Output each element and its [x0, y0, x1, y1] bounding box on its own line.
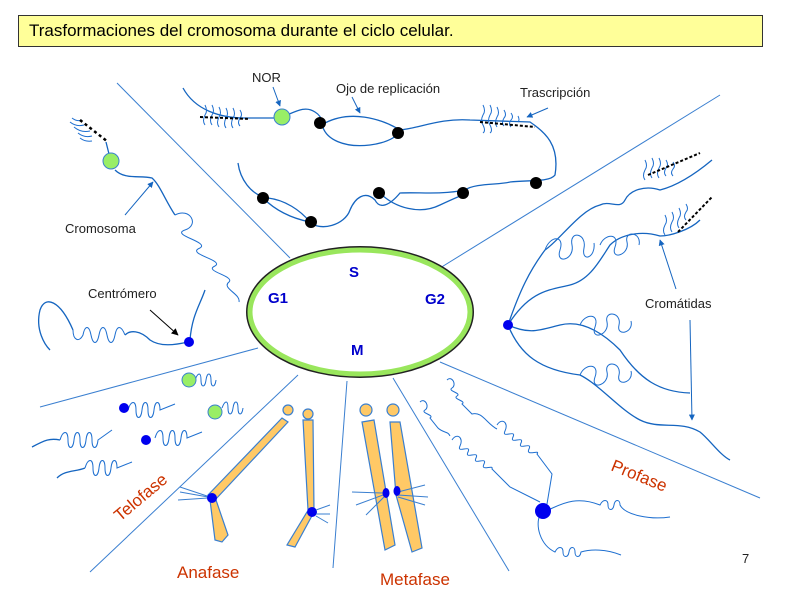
label-centromere: Centrómero	[88, 286, 157, 301]
prophase-chromosomes: Profase	[419, 378, 671, 557]
divider-pro-g2	[439, 361, 761, 499]
label-replication-eye: Ojo de replicación	[336, 81, 440, 96]
replication-fork	[373, 187, 385, 199]
g2-chromatids: Cromátidas	[503, 152, 731, 461]
nor-marker	[181, 372, 197, 388]
phase-label-g1: G1	[268, 290, 288, 307]
divider-ana-meta	[332, 380, 348, 569]
centromere-marker	[207, 493, 217, 503]
metaphase-chromosomes: Metafase	[351, 403, 450, 589]
slide-title: Trasformaciones del cromosoma durante el…	[18, 15, 763, 47]
phase-label-anaphase: Anafase	[177, 563, 239, 582]
replication-fork	[530, 177, 542, 189]
phase-label-metaphase: Metafase	[380, 570, 450, 589]
nor-marker	[273, 108, 291, 126]
replication-fork	[314, 117, 326, 129]
label-transcription: Trascripción	[520, 85, 590, 100]
centromere-marker	[119, 403, 129, 413]
phase-label-m: M	[351, 342, 364, 359]
s-phase-dna: NOR Ojo de replicación Trascripción	[182, 70, 590, 228]
phase-label-prophase: Profase	[609, 456, 670, 496]
centromere-marker	[307, 507, 317, 517]
divider-telo-ana	[89, 374, 299, 573]
centromere-marker	[382, 488, 390, 498]
replication-fork	[457, 187, 469, 199]
phase-label-s: S	[349, 264, 359, 281]
centromere-marker	[393, 486, 401, 496]
divider-g1-s	[116, 82, 291, 259]
replication-fork	[392, 127, 404, 139]
label-nor: NOR	[252, 70, 281, 85]
divider-meta-pro	[392, 377, 510, 572]
label-chromosome: Cromosoma	[65, 221, 137, 236]
replication-fork	[305, 216, 317, 228]
centromere-marker	[503, 320, 513, 330]
page-number: 7	[742, 551, 749, 566]
centromere-marker	[141, 435, 151, 445]
sector-dividers	[39, 82, 761, 573]
nor-marker	[207, 404, 223, 420]
centromere-marker	[184, 337, 194, 347]
anaphase-chromosomes: Anafase	[177, 404, 331, 582]
phase-label-g2: G2	[425, 291, 445, 308]
phase-label-telophase: Telofase	[110, 470, 171, 525]
replication-fork	[257, 192, 269, 204]
divider-s-g2	[439, 94, 721, 269]
centromere-marker	[535, 503, 551, 519]
divider-g1-telo	[39, 347, 259, 408]
nor-marker	[102, 152, 120, 170]
cell-cycle-ring: S G1 G2 M	[246, 246, 474, 378]
g1-chromosome: Cromosoma Centrómero	[38, 117, 240, 351]
label-chromatids: Cromátidas	[645, 296, 712, 311]
